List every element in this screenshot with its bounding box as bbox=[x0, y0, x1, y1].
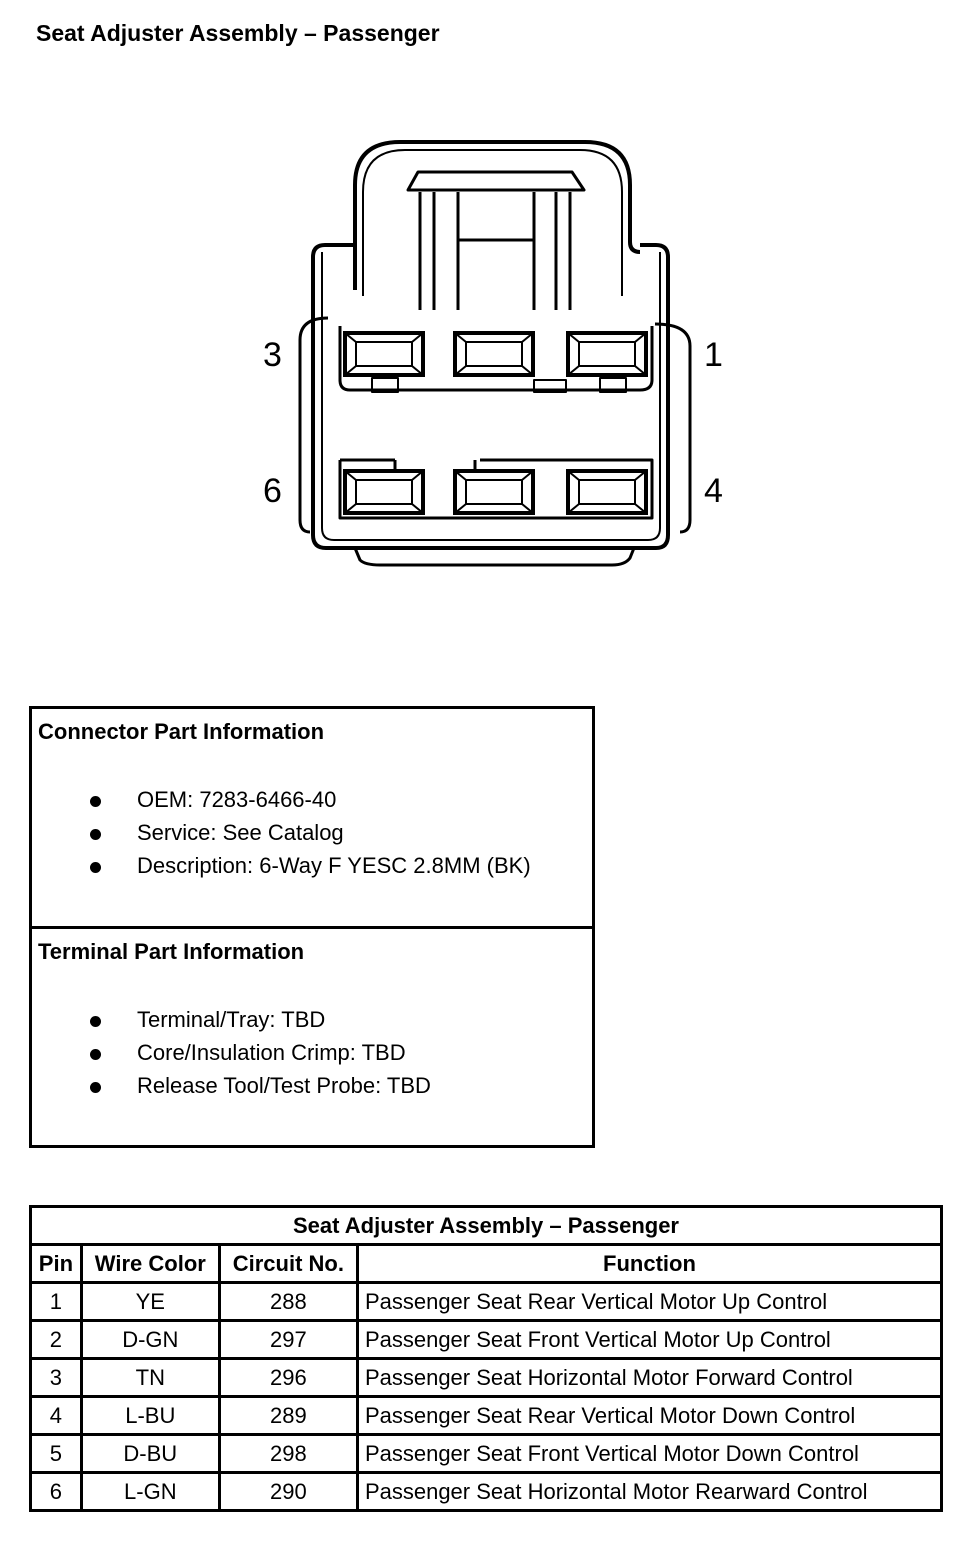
terminal-info-tray: Terminal/Tray: TBD bbox=[137, 1007, 326, 1032]
list-item: Core/Insulation Crimp: TBD bbox=[32, 1040, 431, 1073]
table-header-row: Pin Wire Color Circuit No. Function bbox=[29, 1243, 944, 1284]
cell-wire-color: D-BU bbox=[79, 1433, 221, 1474]
pin-table: Seat Adjuster Assembly – Passenger Pin W… bbox=[29, 1205, 944, 1512]
cell-pin: 6 bbox=[29, 1471, 83, 1512]
list-item: Description: 6-Way F YESC 2.8MM (BK) bbox=[32, 853, 531, 886]
bullet-icon bbox=[90, 1016, 101, 1027]
cell-function: Passenger Seat Rear Vertical Motor Down … bbox=[355, 1395, 944, 1436]
bullet-icon bbox=[90, 1049, 101, 1060]
cell-pin: 2 bbox=[29, 1319, 83, 1360]
cell-pin: 3 bbox=[29, 1357, 83, 1398]
bullet-icon bbox=[90, 862, 101, 873]
list-item: Service: See Catalog bbox=[32, 820, 531, 853]
header-wire-color: Wire Color bbox=[79, 1243, 221, 1284]
cell-wire-color: L-GN bbox=[79, 1471, 221, 1512]
cell-circuit-no: 289 bbox=[217, 1395, 359, 1436]
table-title-row: Seat Adjuster Assembly – Passenger bbox=[29, 1205, 943, 1246]
page-title: Seat Adjuster Assembly – Passenger bbox=[36, 20, 440, 46]
header-function: Function bbox=[355, 1243, 944, 1284]
cell-circuit-no: 298 bbox=[217, 1433, 359, 1474]
table-row: 5 D-BU 298 Passenger Seat Front Vertical… bbox=[29, 1433, 944, 1474]
terminal-part-info: Terminal Part Information Terminal/Tray:… bbox=[32, 929, 592, 1146]
connector-info-description: Description: 6-Way F YESC 2.8MM (BK) bbox=[137, 853, 531, 878]
cell-wire-color: TN bbox=[79, 1357, 221, 1398]
list-item: OEM: 7283-6466-40 bbox=[32, 787, 531, 820]
table-row: 2 D-GN 297 Passenger Seat Front Vertical… bbox=[29, 1319, 944, 1360]
pin-label-3: 3 bbox=[263, 336, 282, 374]
header-pin: Pin bbox=[29, 1243, 83, 1284]
cell-function: Passenger Seat Rear Vertical Motor Up Co… bbox=[355, 1281, 944, 1322]
connector-info-title: Connector Part Information bbox=[38, 719, 325, 744]
cell-wire-color: D-GN bbox=[79, 1319, 221, 1360]
bullet-icon bbox=[90, 796, 101, 807]
cell-circuit-no: 297 bbox=[217, 1319, 359, 1360]
cell-pin: 1 bbox=[29, 1281, 83, 1322]
cell-wire-color: L-BU bbox=[79, 1395, 221, 1436]
table-title: Seat Adjuster Assembly – Passenger bbox=[29, 1205, 943, 1246]
table-row: 1 YE 288 Passenger Seat Rear Vertical Mo… bbox=[29, 1281, 944, 1322]
connector-info-list: OEM: 7283-6466-40 Service: See Catalog D… bbox=[32, 787, 531, 886]
table-row: 6 L-GN 290 Passenger Seat Horizontal Mot… bbox=[29, 1471, 944, 1512]
pin-label-1: 1 bbox=[704, 336, 723, 374]
connector-part-info: Connector Part Information OEM: 7283-646… bbox=[32, 709, 592, 929]
connector-face-view bbox=[298, 140, 692, 567]
cell-pin: 4 bbox=[29, 1395, 83, 1436]
cell-function: Passenger Seat Front Vertical Motor Down… bbox=[355, 1433, 944, 1474]
table-row: 3 TN 296 Passenger Seat Horizontal Motor… bbox=[29, 1357, 944, 1398]
cell-function: Passenger Seat Front Vertical Motor Up C… bbox=[355, 1319, 944, 1360]
bullet-icon bbox=[90, 829, 101, 840]
part-information-box: Connector Part Information OEM: 7283-646… bbox=[29, 706, 595, 1148]
cell-pin: 5 bbox=[29, 1433, 83, 1474]
connector-diagram bbox=[250, 130, 730, 585]
header-circuit-no: Circuit No. bbox=[217, 1243, 359, 1284]
connector-info-oem: OEM: 7283-6466-40 bbox=[137, 787, 337, 812]
cell-wire-color: YE bbox=[79, 1281, 221, 1322]
table-row: 4 L-BU 289 Passenger Seat Rear Vertical … bbox=[29, 1395, 944, 1436]
pin-label-6: 6 bbox=[263, 472, 282, 510]
cell-function: Passenger Seat Horizontal Motor Forward … bbox=[355, 1357, 944, 1398]
cell-function: Passenger Seat Horizontal Motor Rearward… bbox=[355, 1471, 944, 1512]
list-item: Release Tool/Test Probe: TBD bbox=[32, 1073, 431, 1106]
cell-circuit-no: 288 bbox=[217, 1281, 359, 1322]
list-item: Terminal/Tray: TBD bbox=[32, 1007, 431, 1040]
terminal-info-crimp: Core/Insulation Crimp: TBD bbox=[137, 1040, 406, 1065]
bullet-icon bbox=[90, 1082, 101, 1093]
cell-circuit-no: 290 bbox=[217, 1471, 359, 1512]
connector-info-service: Service: See Catalog bbox=[137, 820, 344, 845]
pin-label-4: 4 bbox=[704, 472, 723, 510]
terminal-info-tool: Release Tool/Test Probe: TBD bbox=[137, 1073, 431, 1098]
terminal-info-list: Terminal/Tray: TBD Core/Insulation Crimp… bbox=[32, 1007, 431, 1106]
cell-circuit-no: 296 bbox=[217, 1357, 359, 1398]
terminal-info-title: Terminal Part Information bbox=[38, 939, 305, 964]
